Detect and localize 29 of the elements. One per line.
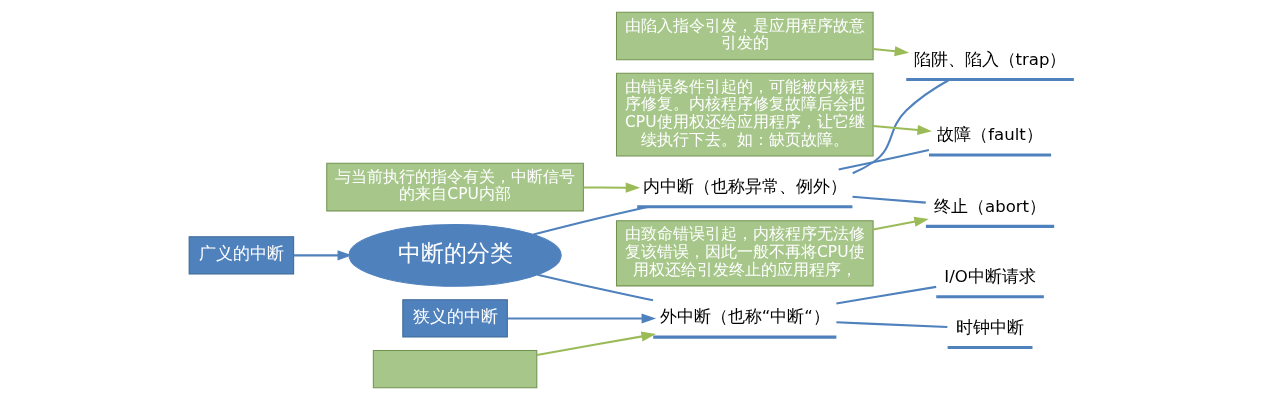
node-text: 外中断（也称“中断“） [659,307,830,327]
node-box: 由陷入指令引发，是应用程序故意引发的 [615,11,874,61]
node-ellipse: 中断的分类 [347,223,562,287]
node-text: 终止（abort） [933,196,1046,216]
node-text: 内中断（也称异常、例外） [642,177,847,197]
node-box: 广义的中断 [188,236,294,275]
arrow [872,124,932,136]
arrow [583,182,640,193]
node-box: 与当前执行的指令有关，中断信号的来自CPU内部 [325,162,584,212]
arrow [293,250,352,261]
connector [835,285,936,305]
arrow [872,216,929,231]
arrow [507,313,656,324]
connector [532,205,649,236]
node-box: 狭义的中断 [401,299,508,338]
connector [835,321,947,329]
connector [536,273,653,302]
connector [851,195,926,204]
node-text: I/O中断请求 [943,267,1036,287]
node-box [372,350,537,389]
node-text: 故障（fault） [936,125,1043,145]
connector [837,149,929,171]
node-box: 由致命错误引起，内核程序无法修复该错误，因此一般不再将CPU使用权还给引发终止的应用程序， [615,220,874,287]
arrow [872,46,909,57]
node-text: 时钟中断 [955,317,1024,337]
arrow [536,331,656,356]
node-text: 陷阱、陷入（trap） [913,49,1067,69]
connector [851,78,950,175]
node-box: 由错误条件引起的，可能被内核程序修复。内核程序修复故障后会把CPU使用权还给应用程序，让它继续执行下去。如：缺页故障。 [615,72,874,157]
